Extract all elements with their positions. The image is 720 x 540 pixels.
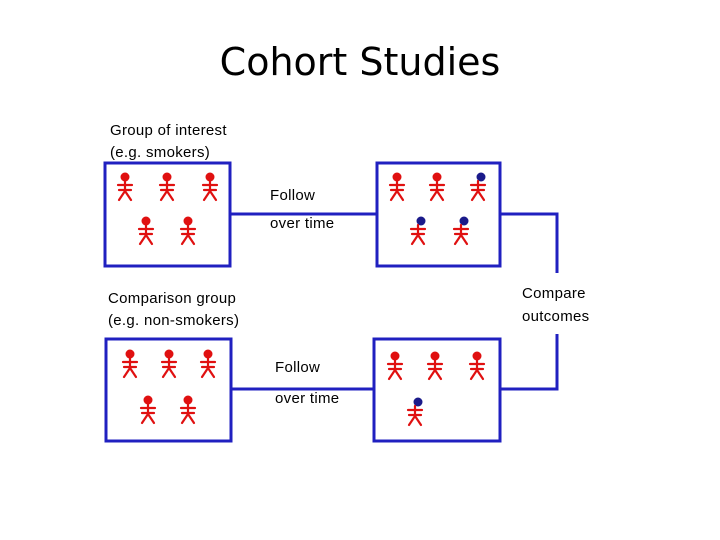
- follow-label-top-line1: Follow: [270, 187, 316, 204]
- follow-label-top-line2: over time: [270, 215, 335, 232]
- person-followup-g1-3: [406, 397, 424, 427]
- group-of-interest-label-line1: Group of interest: [110, 122, 227, 139]
- person-baseline-g1-1: [160, 349, 178, 379]
- followup-box-group-of-interest: [375, 161, 502, 268]
- compare-outcomes-label: Compare outcomes: [522, 283, 589, 328]
- group-boxes: [103, 161, 502, 443]
- follow-label-bottom-line1: Follow: [275, 359, 321, 376]
- person-baseline-g1-0: [121, 349, 139, 379]
- person-followup-g1-2: [468, 351, 486, 381]
- person-followup-g1-0: [386, 351, 404, 381]
- person-baseline-g0-1: [158, 172, 176, 202]
- baseline-box-group-of-interest: [103, 161, 232, 268]
- followup-box-comparison-group: [372, 337, 502, 443]
- person-baseline-g0-2: [201, 172, 219, 202]
- person-baseline-g1-2: [199, 349, 217, 379]
- group-of-interest-label: Group of interest (e.g. smokers): [110, 120, 227, 164]
- people-figures: [116, 172, 487, 427]
- person-followup-g0-2: [469, 172, 487, 202]
- page-title: Cohort Studies: [219, 40, 501, 84]
- person-followup-g0-1: [428, 172, 446, 202]
- comparison-group-label-line1: Comparison group: [108, 290, 237, 307]
- person-followup-g0-0: [388, 172, 406, 202]
- person-followup-g0-4: [452, 216, 470, 246]
- comparison-group-label-line2: (e.g. non-smokers): [108, 312, 240, 329]
- baseline-box-comparison-group: [104, 337, 233, 443]
- person-baseline-g0-0: [116, 172, 134, 202]
- follow-label-bottom-line2: over time: [275, 390, 340, 407]
- person-baseline-g1-3: [139, 395, 157, 425]
- compare-label-line2: outcomes: [522, 308, 590, 325]
- person-baseline-g0-4: [179, 216, 197, 246]
- person-baseline-g0-3: [137, 216, 155, 246]
- comparison-group-label: Comparison group (e.g. non-smokers): [108, 288, 239, 332]
- follow-over-time-label-top: Follow over time: [270, 185, 334, 235]
- connector-lines: [230, 212, 559, 391]
- compare-connector-top: [500, 212, 559, 273]
- compare-connector-bottom: [500, 334, 559, 391]
- follow-over-time-label-bottom: Follow over time: [275, 357, 339, 410]
- compare-label-line1: Compare: [522, 285, 586, 302]
- person-baseline-g1-4: [179, 395, 197, 425]
- person-followup-g1-1: [426, 351, 444, 381]
- person-followup-g0-3: [409, 216, 427, 246]
- group-of-interest-label-line2: (e.g. smokers): [110, 144, 211, 161]
